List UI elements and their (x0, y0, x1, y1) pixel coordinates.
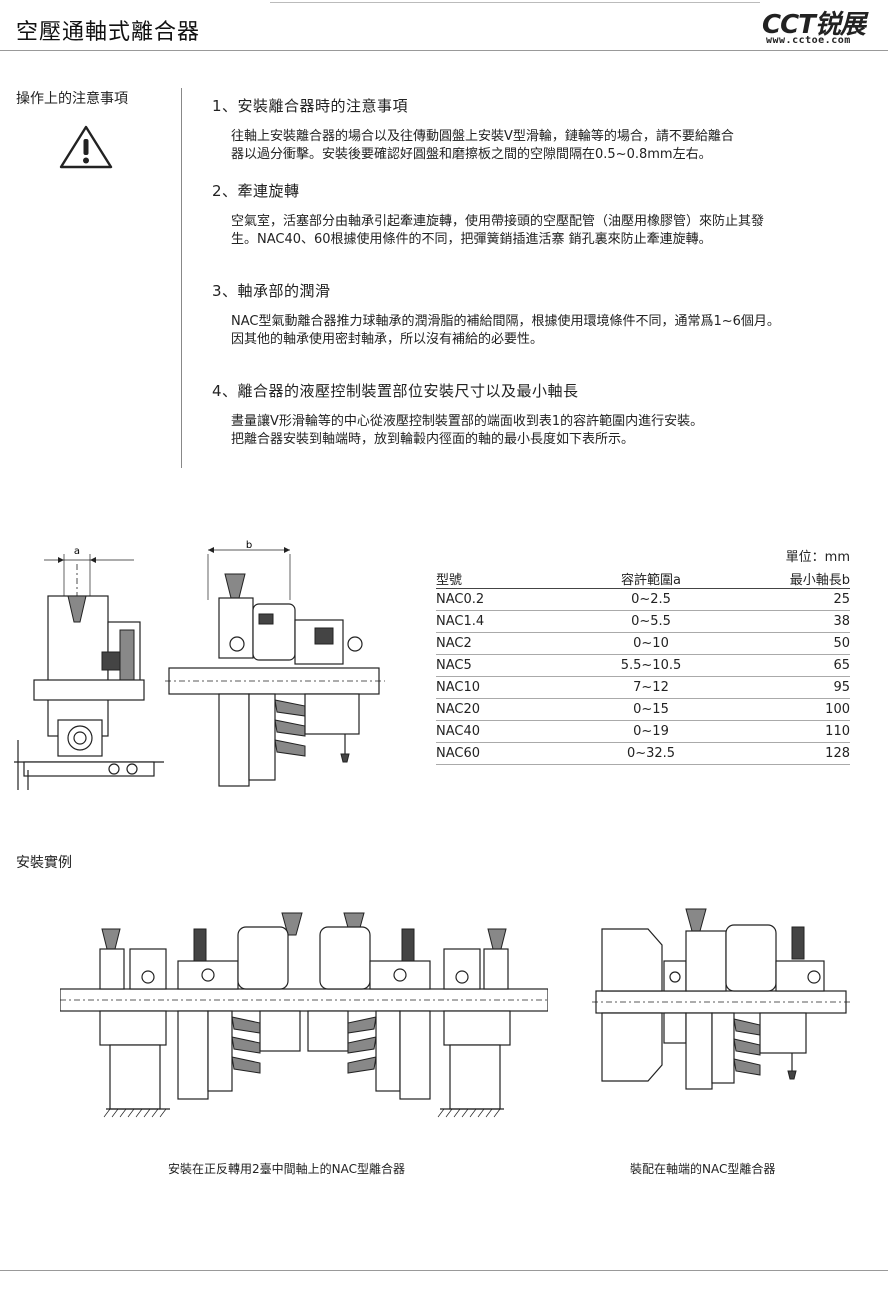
section-4-title: 4、離合器的液壓控制裝置部位安裝尺寸以及最小軸長 (212, 382, 579, 400)
cell-min-length-b: 95 (716, 676, 850, 699)
cell-range-a: 7~12 (586, 676, 716, 699)
logo-mark: CCT锐展 (762, 10, 866, 40)
header-min-length-b: 最小軸長b (716, 568, 850, 589)
table-row: NAC10 7~12 95 (436, 676, 850, 699)
dimension-b-drawing: b (165, 540, 385, 787)
section-3-body: NAC型氣動離合器推力球軸承的潤滑脂的補給間隔，根據使用環境條件不同，通常爲1~… (231, 313, 866, 349)
dual-clutch-drawing (60, 912, 548, 1118)
cell-model: NAC40 (436, 720, 586, 743)
cell-min-length-b: 100 (716, 698, 850, 721)
cell-model: NAC5 (436, 654, 586, 677)
section-1-body: 往軸上安裝離合器的場合以及往傳動圓盤上安裝V型滑輪，鏈輪等的場合，請不要給離合 … (231, 128, 866, 164)
dimension-a-drawing: a (14, 546, 164, 790)
cell-range-a: 0~19 (586, 720, 716, 743)
cell-model: NAC60 (436, 742, 586, 765)
cell-model: NAC20 (436, 698, 586, 721)
example-label: 安裝實例 (16, 855, 72, 871)
cell-range-a: 5.5~10.5 (586, 654, 716, 677)
header-model: 型號 (436, 568, 586, 589)
dimension-b-label: b (246, 540, 252, 551)
shaft-end-clutch-drawing (592, 908, 852, 1090)
table-row: NAC2 0~10 50 (436, 632, 850, 655)
table-row: NAC0.2 0~2.5 25 (436, 588, 850, 611)
cell-range-a: 0~10 (586, 632, 716, 655)
table-unit: 單位：mm (785, 550, 850, 565)
cell-min-length-b: 50 (716, 632, 850, 655)
cell-model: NAC2 (436, 632, 586, 655)
brand-logo: CCT锐展 www.cctoe.com (762, 4, 884, 48)
header-range-a: 容許範圍a (586, 568, 716, 589)
cell-model: NAC10 (436, 676, 586, 699)
table-row: NAC40 0~19 110 (436, 720, 850, 743)
shaft-length-table: 單位：mm 型號 容許範圍a 最小軸長b NAC0.2 0~2.5 25 NAC… (436, 548, 850, 765)
table-row: NAC60 0~32.5 128 (436, 742, 850, 765)
section-1-line-1: 往軸上安裝離合器的場合以及往傳動圓盤上安裝V型滑輪，鏈輪等的場合，請不要給離合 (231, 129, 734, 144)
dimension-a-label: a (74, 546, 80, 557)
section-4-line-1: 晝量讓V形滑輪等的中心從液壓控制裝置部的端面收到表1的容許範圍内進行安裝。 (231, 414, 704, 429)
cell-min-length-b: 25 (716, 588, 850, 611)
footer-divider (0, 1270, 888, 1271)
table-header-row: 型號 容許範圍a 最小軸長b (436, 568, 850, 589)
side-label: 操作上的注意事項 (16, 91, 128, 107)
section-2-body: 空氣室，活塞部分由軸承引起牽連旋轉，使用帶接頭的空壓配管（油壓用橡膠管）來防止其… (231, 213, 866, 249)
cell-model: NAC1.4 (436, 610, 586, 633)
caption-shaft-end-clutch: 裝配在軸端的NAC型離合器 (630, 1162, 776, 1176)
section-4-body: 晝量讓V形滑輪等的中心從液壓控制裝置部的端面收到表1的容許範圍内進行安裝。 把離… (231, 413, 866, 449)
section-1-title: 1、安裝離合器時的注意事項 (212, 97, 409, 115)
cell-range-a: 0~15 (586, 698, 716, 721)
cell-min-length-b: 110 (716, 720, 850, 743)
cell-min-length-b: 65 (716, 654, 850, 677)
page-title: 空壓通軸式離合器 (16, 20, 201, 45)
vertical-divider (181, 88, 182, 468)
section-3-title: 3、軸承部的潤滑 (212, 282, 331, 300)
header-divider (0, 50, 888, 51)
table-row: NAC1.4 0~5.5 38 (436, 610, 850, 633)
logo-url: www.cctoe.com (766, 35, 851, 46)
section-3-line-2: 因其他的軸承使用密封軸承，所以沒有補給的必要性。 (231, 332, 544, 347)
caption-dual-clutch: 安裝在正反轉用2臺中間軸上的NAC型離合器 (168, 1162, 405, 1176)
cell-range-a: 0~5.5 (586, 610, 716, 633)
section-2-line-2: 生。NAC40、60根據使用條件的不同，把彈簧銷插進活寨 銷孔裏來防止牽連旋轉。 (231, 232, 712, 247)
cell-model: NAC0.2 (436, 588, 586, 611)
cell-range-a: 0~32.5 (586, 742, 716, 765)
section-1-line-2: 器以過分衝擊。安裝後要確認好圓盤和磨擦板之間的空隙間隔在0.5~0.8mm左右。 (231, 147, 712, 162)
table-row: NAC5 5.5~10.5 65 (436, 654, 850, 677)
section-2-title: 2、牽連旋轉 (212, 182, 300, 200)
cell-range-a: 0~2.5 (586, 588, 716, 611)
header-top-rule (270, 2, 760, 3)
cell-min-length-b: 128 (716, 742, 850, 765)
section-3-line-1: NAC型氣動離合器推力球軸承的潤滑脂的補給間隔，根據使用環境條件不同，通常爲1~… (231, 314, 780, 329)
section-4-line-2: 把離合器安裝到軸端時，放到輪轂内徑面的軸的最小長度如下表所示。 (231, 432, 635, 447)
section-2-line-1: 空氣室，活塞部分由軸承引起牽連旋轉，使用帶接頭的空壓配管（油壓用橡膠管）來防止其… (231, 214, 765, 229)
warning-triangle-icon (59, 125, 113, 169)
cell-min-length-b: 38 (716, 610, 850, 633)
table-row: NAC20 0~15 100 (436, 698, 850, 721)
